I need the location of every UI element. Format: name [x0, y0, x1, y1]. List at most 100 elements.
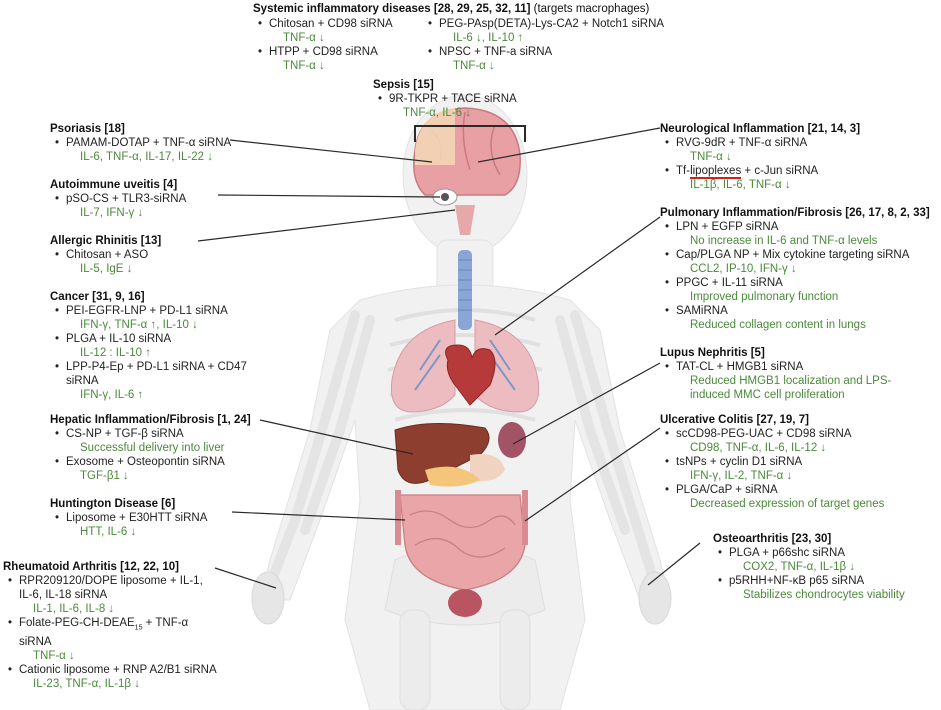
treatment-effect: Improved pulmonary function: [690, 291, 839, 303]
hepatic-block: Hepatic Inflammation/Fibrosis [1, 24] CS…: [50, 413, 280, 483]
treatment-label: Cap/PLGA NP + Mix cytokine targeting siR…: [676, 249, 910, 261]
lupus-title: Lupus Nephritis [5]: [660, 347, 765, 359]
treatment-label: PAMAM-DOTAP + TNF-α siRNA: [66, 137, 232, 149]
label-prefix: Tf-: [676, 165, 691, 177]
treatment-effect: Stabilizes chondrocytes viability: [743, 589, 905, 601]
bladder: [448, 589, 482, 617]
neuro-block: Neurological Inflammation [21, 14, 3] RV…: [660, 122, 920, 192]
treatment-label: PLGA/CaP + siRNA: [676, 484, 778, 496]
treatment-effect: IL-12 : IL-10 ↑: [80, 347, 151, 359]
huntington-block: Huntington Disease [6] Liposome + E30HTT…: [50, 497, 250, 539]
uveitis-block: Autoimmune uveitis [4] pSO-CS + TLR3-siR…: [50, 178, 250, 220]
pulmonary-item: Cap/PLGA NP + Mix cytokine targeting siR…: [665, 248, 935, 276]
colitis-line: [524, 427, 661, 522]
treatment-label: Exosome + Osteopontin siRNA: [66, 456, 225, 468]
treatment-label: PEI-EGFR-LNP + PD-L1 siRNA: [66, 305, 228, 317]
treatment-label: Chitosan + ASO: [66, 249, 149, 261]
colitis-block: Ulcerative Colitis [27, 19, 7] scCD98-PE…: [660, 413, 920, 511]
colitis-item: scCD98-PEG-UAC + CD98 siRNA CD98, TNF-α, …: [665, 427, 920, 455]
highlighted-term: lipoplexes: [690, 165, 742, 179]
treatment-effect: Decreased expression of target genes: [690, 498, 885, 510]
rhinitis-block: Allergic Rhinitis [13] Chitosan + ASO IL-…: [50, 234, 250, 276]
pulmonary-item: SAMiRNA Reduced collagen content in lungs: [665, 304, 935, 332]
treatment-label: LPP-P4-Ep + PD-L1 siRNA + CD47 siRNA: [66, 361, 247, 387]
treatment-effect: HTT, IL-6 ↓: [80, 526, 137, 538]
treatment-label: PEG-PAsp(DETA)-Lys-CA2 + Notch1 siRNA: [439, 18, 665, 30]
brain: [413, 107, 521, 196]
rheumatoid-block: Rheumatoid Arthritis [12, 22, 10] RPR209…: [3, 560, 218, 691]
cancer-item: PEI-EGFR-LNP + PD-L1 siRNA IFN-γ, TNF-α ↑…: [55, 304, 265, 332]
rhinitis-line: [197, 209, 456, 242]
treatment-label: PLGA + IL-10 siRNA: [66, 333, 172, 345]
pulmonary-item: PPGC + IL-11 siRNA Improved pulmonary fun…: [665, 276, 935, 304]
treatment-effect: CD98, TNF-α, IL-6, IL-12 ↓: [690, 442, 827, 454]
treatment-effect: IFN-γ, TNF-α ↑, IL-10 ↓: [80, 319, 198, 331]
hands: [251, 571, 672, 625]
treatment-label: Folate-PEG-CH-DEAE15 + TNF-α siRNA: [19, 617, 188, 648]
trachea: [458, 250, 472, 330]
skeleton-arms: [265, 310, 660, 590]
treatment-label: Tf-lipoplexes + c-Jun siRNA: [676, 165, 818, 179]
psoriasis-block: Psoriasis [18] PAMAM-DOTAP + TNF-α siRNA…: [50, 122, 270, 164]
hepatic-title: Hepatic Inflammation/Fibrosis [1, 24]: [50, 414, 251, 426]
treatment-effect: IL-23, TNF-α, IL-1β ↓: [33, 678, 140, 691]
treatment-effect: IL-1β, IL-6, TNF-α ↓: [690, 179, 791, 191]
treatment-label: LPN + EGFP siRNA: [676, 221, 779, 233]
treatment-effect: No increase in IL-6 and TNF-α levels: [690, 235, 878, 247]
cancer-item: LPP-P4-Ep + PD-L1 siRNA + CD47 siRNAIFN-…: [55, 360, 265, 402]
sepsis-bracket: [414, 125, 526, 142]
treatment-label: PLGA + p66shc siRNA: [729, 547, 846, 559]
treatment-label: PPGC + IL-11 siRNA: [676, 277, 783, 289]
huntington-line: [231, 511, 406, 521]
systemic-item: PEG-PAsp(DETA)-Lys-CA2 + Notch1 siRNAIL-…: [428, 17, 723, 45]
treatment-effect: TNF-α ↓: [283, 32, 325, 44]
pulmonary-line: [494, 216, 661, 336]
treatment-label: p5RHH+NF-κB p65 siRNA: [729, 575, 865, 587]
treatment-label: Liposome + E30HTT siRNA: [66, 512, 208, 524]
treatment-effect: Reduced collagen content in lungs: [690, 319, 866, 331]
treatment-effect: Reduced HMGB1 localization and LPS-induc…: [690, 375, 892, 401]
rheumatoid-item: Cationic liposome + RNP A2/B1 siRNAIL-23…: [8, 663, 218, 691]
intestines: [395, 490, 528, 591]
lungs: [390, 319, 540, 413]
osteo-line: [647, 542, 701, 586]
treatment-label: CS-NP + TGF-β siRNA: [66, 428, 184, 440]
systemic-title: Systemic inflammatory diseases [28, 29, …: [253, 2, 723, 16]
psoriasis-title: Psoriasis [18]: [50, 123, 125, 135]
pulmonary-item: LPN + EGFP siRNA No increase in IL-6 and …: [665, 220, 935, 248]
lupus-line: [512, 362, 661, 445]
treatment-label: HTPP + CD98 siRNA: [269, 46, 378, 58]
hepatic-line: [259, 419, 414, 455]
systemic-note: (targets macrophages): [533, 3, 650, 15]
treatment-effect: IL-5, IgE ↓: [80, 263, 133, 275]
treatment-effect: TNF-α, IL-6 ↓: [403, 107, 471, 119]
treatment-label: Cationic liposome + RNP A2/B1 siRNA: [19, 664, 217, 677]
rheumatoid-line: [214, 567, 277, 589]
treatment-label: 9R-TKPR + TACE siRNA: [389, 93, 517, 105]
huntington-item: Liposome + E30HTT siRNA HTT, IL-6 ↓: [55, 511, 250, 539]
rhinitis-title: Allergic Rhinitis [13]: [50, 235, 162, 247]
colitis-item: PLGA/CaP + siRNA Decreased expression of …: [665, 483, 920, 511]
face-features: [432, 188, 475, 235]
systemic-diseases-block: Systemic inflammatory diseases [28, 29, …: [253, 2, 723, 16]
treatment-label: SAMiRNA: [676, 305, 728, 317]
osteo-item: PLGA + p66shc siRNA COX2, TNF-α, IL-1β ↓: [718, 546, 933, 574]
treatment-effect: COX2, TNF-α, IL-1β ↓: [743, 561, 856, 573]
osteo-title: Osteoarthritis [23, 30]: [713, 533, 832, 545]
label-tail: + TNF-α siRNA: [19, 617, 189, 649]
osteo-block: Osteoarthritis [23, 30] PLGA + p66shc si…: [713, 532, 933, 602]
rheumatoid-item: Folate-PEG-CH-DEAE15 + TNF-α siRNATNF-α …: [8, 616, 218, 663]
cancer-item: PLGA + IL-10 siRNA IL-12 : IL-10 ↑: [55, 332, 265, 360]
uveitis-line: [217, 194, 441, 198]
treatment-label: scCD98-PEG-UAC + CD98 siRNA: [676, 428, 852, 440]
